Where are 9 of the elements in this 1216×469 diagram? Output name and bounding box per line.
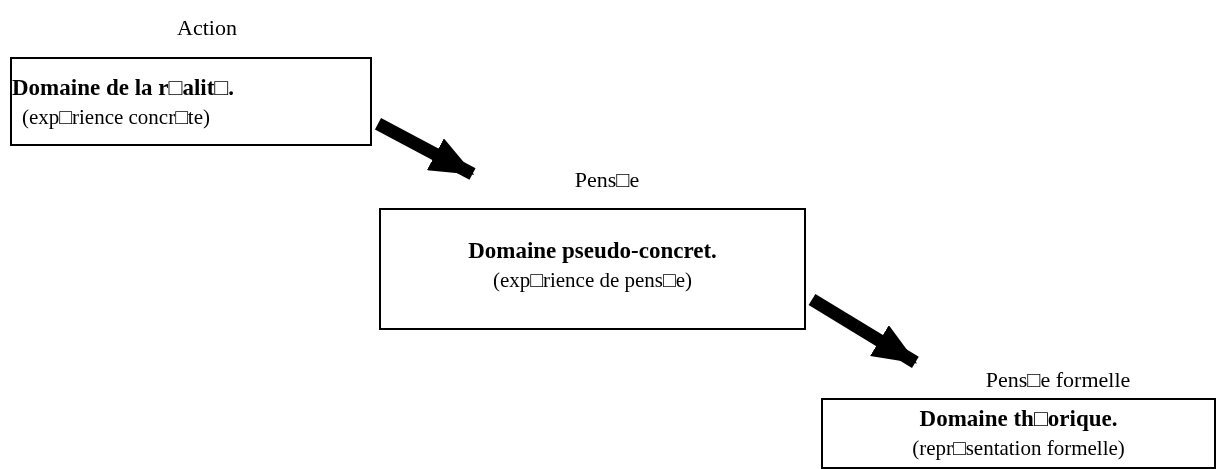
domain-title: Domaine pseudo-concret. xyxy=(468,237,717,265)
stage-heading: Pens□e xyxy=(574,166,640,194)
domain-subtitle: (exp□rience de pens□e) xyxy=(492,267,693,294)
stage-heading: Pens□e formelle xyxy=(985,366,1131,394)
domain-title: Domaine th□orique. xyxy=(919,405,1118,433)
domain-subtitle: (exp□rience concr□te) xyxy=(21,104,210,131)
domain-subtitle: (repr□sentation formelle) xyxy=(912,435,1125,462)
domain-title: Domaine de la r□alit□. xyxy=(12,74,234,102)
stage-heading: Action xyxy=(177,14,237,42)
